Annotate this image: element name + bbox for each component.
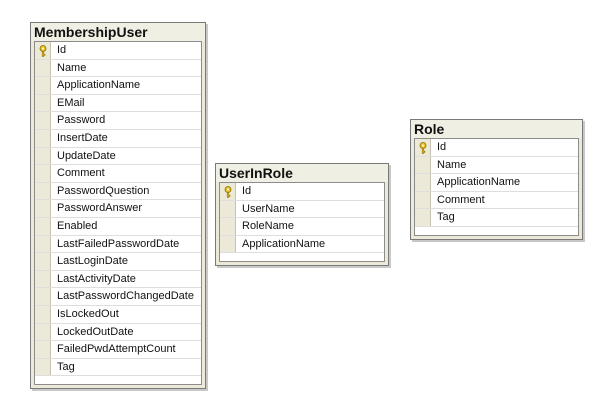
row-selector[interactable]	[35, 341, 51, 358]
row-selector[interactable]	[35, 112, 51, 129]
column-row[interactable]: IsLockedOut	[35, 305, 201, 324]
column-row[interactable]: Tag	[415, 209, 578, 227]
column-row[interactable]: PasswordQuestion	[35, 182, 201, 201]
column-name: InsertDate	[57, 131, 108, 144]
row-selector[interactable]	[415, 156, 431, 174]
column-name: Tag	[57, 360, 75, 373]
column-row[interactable]: LastLoginDate	[35, 253, 201, 271]
column-row[interactable]: ApplicationName	[35, 77, 201, 95]
column-row[interactable]: Id	[415, 139, 578, 157]
row-selector[interactable]	[35, 129, 51, 147]
column-name: Comment	[437, 193, 485, 206]
column-name: ApplicationName	[57, 79, 141, 92]
row-selector[interactable]	[415, 139, 431, 156]
column-row[interactable]: InsertDate	[35, 129, 201, 148]
row-selector[interactable]	[35, 288, 51, 305]
column-row[interactable]: UserName	[220, 200, 384, 219]
column-row[interactable]: Comment	[415, 191, 578, 210]
row-selector[interactable]	[220, 235, 236, 253]
column-row[interactable]: FailedPwdAttemptCount	[35, 341, 201, 359]
row-selector[interactable]	[415, 174, 431, 191]
column-row[interactable]: PasswordAnswer	[35, 200, 201, 218]
row-selector[interactable]	[35, 77, 51, 94]
column-name: LastLoginDate	[57, 255, 128, 268]
column-row[interactable]: RoleName	[220, 218, 384, 236]
row-selector[interactable]	[35, 270, 51, 288]
column-row[interactable]: Tag	[35, 358, 201, 377]
new-row-area	[35, 376, 201, 385]
column-row[interactable]: LastPasswordChangedDate	[35, 288, 201, 306]
row-selector[interactable]	[220, 200, 236, 218]
column-row[interactable]: Comment	[35, 165, 201, 183]
table-title: UserInRole	[216, 164, 388, 182]
row-selector[interactable]	[35, 59, 51, 77]
column-name: IsLockedOut	[57, 307, 119, 320]
column-name: Enabled	[57, 219, 98, 232]
row-selector[interactable]	[35, 323, 51, 341]
column-row[interactable]: ApplicationName	[220, 235, 384, 254]
column-name: EMail	[57, 96, 85, 109]
row-selector[interactable]	[35, 305, 51, 323]
column-row[interactable]: ApplicationName	[415, 174, 578, 192]
column-name: Tag	[437, 211, 455, 224]
primary-key-icon	[39, 45, 47, 57]
row-selector[interactable]	[220, 218, 236, 235]
primary-key-icon	[224, 186, 232, 198]
column-name: PasswordAnswer	[57, 202, 142, 215]
column-row[interactable]: LockedOutDate	[35, 323, 201, 342]
row-selector[interactable]	[35, 200, 51, 217]
column-name: ApplicationName	[242, 237, 326, 250]
column-row[interactable]: LastActivityDate	[35, 270, 201, 289]
row-selector[interactable]	[415, 209, 431, 226]
column-name: PasswordQuestion	[57, 184, 150, 197]
column-name: ApplicationName	[437, 176, 521, 189]
column-name: Id	[242, 185, 252, 197]
new-row-area	[415, 226, 578, 235]
row-selector[interactable]	[415, 191, 431, 209]
new-row-area	[220, 253, 384, 262]
column-row[interactable]: Id	[35, 42, 201, 60]
column-row[interactable]: Enabled	[35, 217, 201, 236]
row-selector[interactable]	[35, 147, 51, 165]
column-row[interactable]: Name	[35, 59, 201, 78]
column-name: UserName	[242, 202, 295, 215]
row-selector[interactable]	[35, 217, 51, 235]
column-name: FailedPwdAttemptCount	[57, 343, 176, 356]
column-name: RoleName	[242, 220, 294, 233]
row-selector[interactable]	[35, 165, 51, 182]
row-selector[interactable]	[35, 182, 51, 200]
row-selector[interactable]	[35, 358, 51, 376]
column-name: LockedOutDate	[57, 325, 134, 338]
column-name: Password	[57, 114, 106, 127]
row-selector[interactable]	[35, 235, 51, 253]
column-name: Name	[57, 61, 87, 74]
row-selector[interactable]	[35, 42, 51, 59]
column-name: LastPasswordChangedDate	[57, 290, 194, 303]
column-name: Name	[437, 158, 467, 171]
table-title: Role	[411, 120, 582, 138]
column-row[interactable]: Id	[220, 183, 384, 201]
column-name: Id	[57, 44, 67, 56]
column-name: Comment	[57, 167, 105, 180]
column-name: LastActivityDate	[57, 272, 136, 285]
column-row[interactable]: EMail	[35, 94, 201, 113]
column-row[interactable]: Password	[35, 112, 201, 130]
row-selector[interactable]	[35, 94, 51, 112]
column-row[interactable]: LastFailedPasswordDate	[35, 235, 201, 254]
primary-key-icon	[419, 142, 427, 154]
row-selector[interactable]	[35, 253, 51, 270]
column-name: LastFailedPasswordDate	[57, 237, 180, 250]
column-name: UpdateDate	[57, 149, 116, 162]
table-title: MembershipUser	[31, 23, 205, 41]
row-selector[interactable]	[220, 183, 236, 200]
column-row[interactable]: Name	[415, 156, 578, 175]
column-row[interactable]: UpdateDate	[35, 147, 201, 166]
column-name: Id	[437, 141, 447, 153]
